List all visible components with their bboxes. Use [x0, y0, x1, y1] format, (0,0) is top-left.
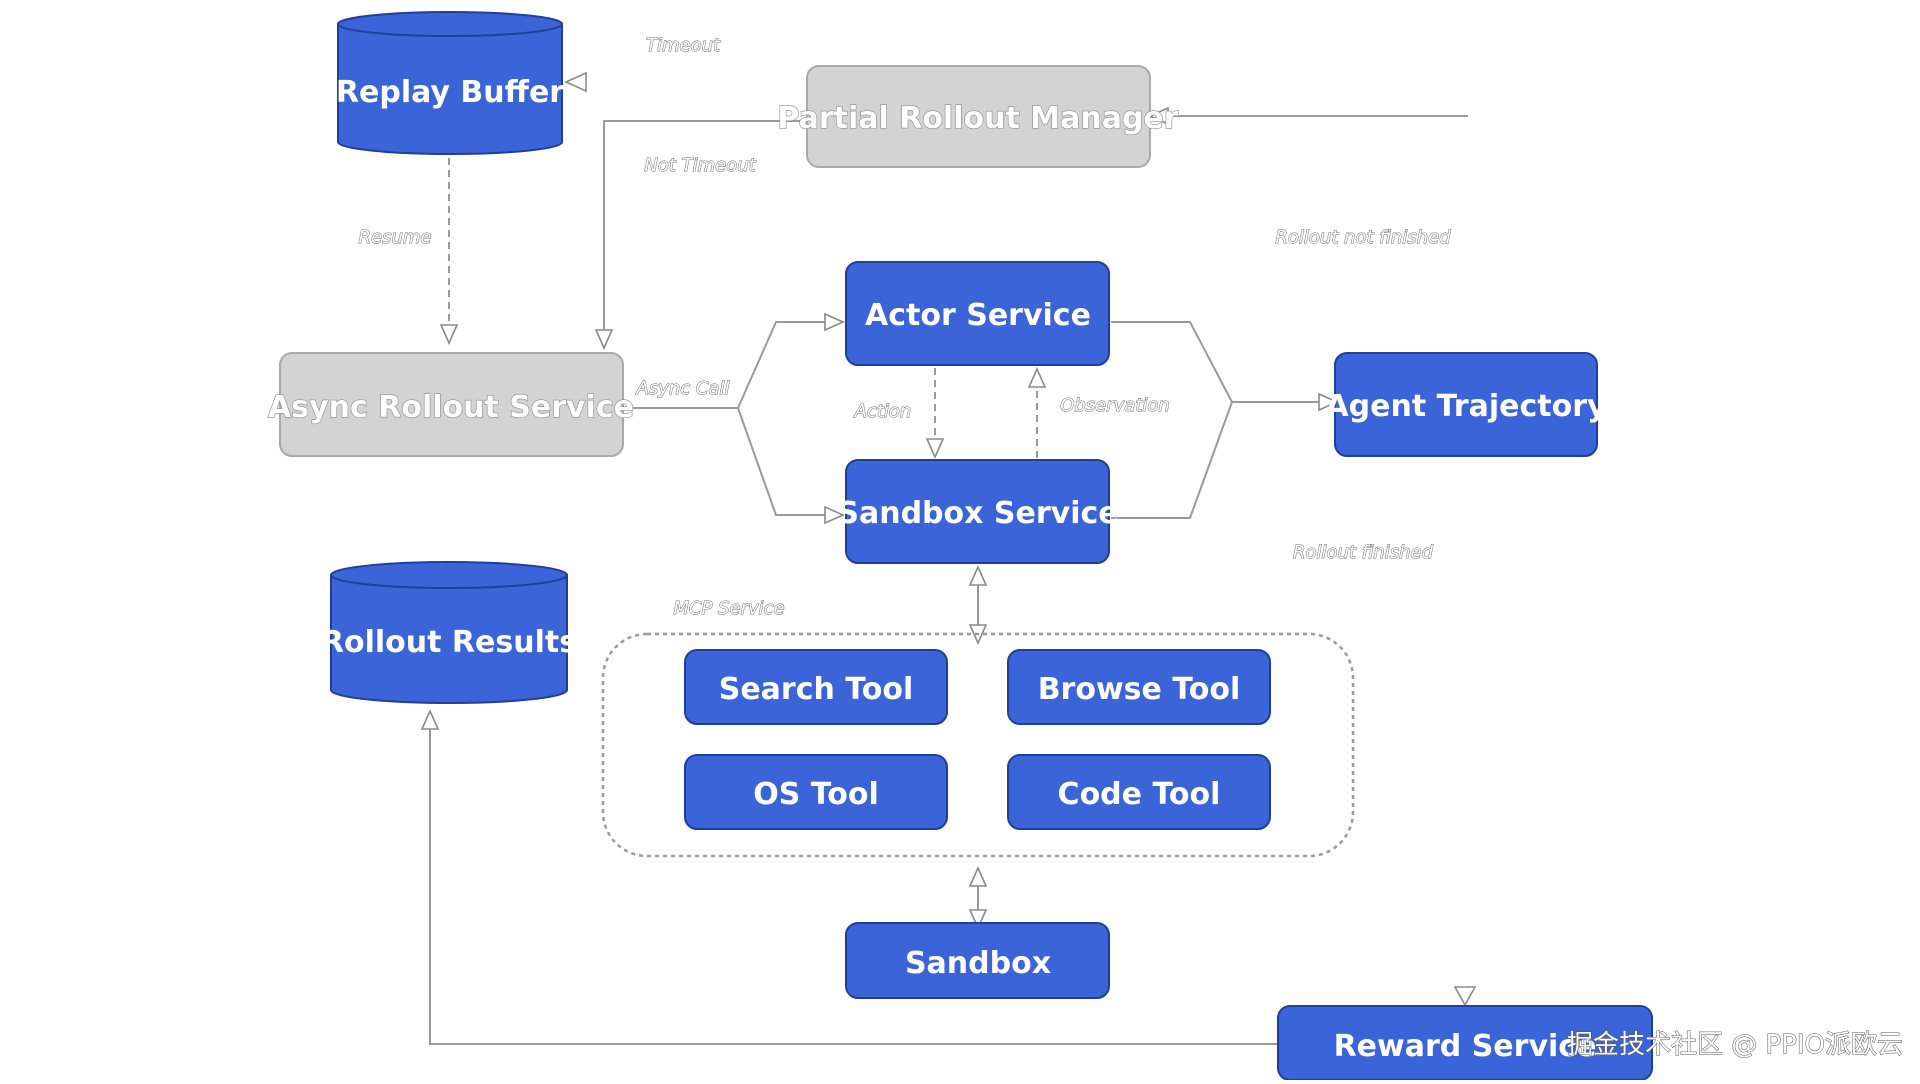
rollout-results-body — [330, 574, 568, 704]
replay-buffer-node[interactable]: Replay Buffer — [336, 11, 564, 155]
browse-tool-box — [1007, 649, 1271, 725]
browse-tool-node[interactable]: Browse Tool — [1007, 649, 1271, 725]
edge-async-call-to-sandbox — [737, 407, 826, 516]
replay-buffer-top — [337, 11, 563, 37]
arrow-head-not-timeout — [594, 329, 614, 350]
sandbox-service-label: Sandbox Service — [837, 496, 1118, 531]
edge-not-timeout — [603, 120, 807, 332]
arrow-head-observation — [1027, 367, 1047, 388]
actor-service-label: Actor Service — [865, 298, 1091, 333]
edge-reward-to-rollout-results — [429, 728, 1280, 1045]
arrow-head-resume — [439, 324, 459, 345]
search-tool-label: Search Tool — [719, 672, 914, 707]
sandbox-service-box — [845, 459, 1110, 564]
edges — [420, 71, 1477, 1045]
edge-label-action: Action — [854, 401, 912, 422]
edge-label-mcp-service: MCP Service — [673, 598, 784, 619]
edge-actor-to-merge — [1111, 321, 1233, 403]
agent-trajectory-node[interactable]: Agent Trajectory — [1325, 352, 1607, 457]
watermark-text: 掘金技术社区 @ PPIO派欧云 — [1567, 1030, 1903, 1060]
replay-buffer-body — [337, 23, 563, 155]
arrow-head-up — [968, 565, 988, 586]
code-tool-box — [1007, 754, 1271, 830]
async-rollout-service-node[interactable]: Async Rollout Service — [267, 352, 635, 457]
edge-async-call-to-actor — [737, 321, 826, 409]
os-tool-label: OS Tool — [753, 777, 879, 812]
replay-buffer-label: Replay Buffer — [336, 75, 564, 110]
edge-label-async-call: Async Call — [636, 378, 730, 399]
browse-tool-label: Browse Tool — [1038, 672, 1241, 707]
actor-service-box — [845, 261, 1110, 366]
sandbox-node[interactable]: Sandbox — [845, 922, 1110, 999]
rollout-results-label: Rollout Results — [321, 625, 577, 660]
sandbox-label: Sandbox — [905, 946, 1051, 981]
edge-labels: Timeout Not Timeout Resume Async Call Ac… — [358, 35, 1452, 620]
arrow-head-to-rollout-results — [420, 709, 440, 730]
arrow-head-down — [968, 909, 988, 930]
partial-rollout-manager-node[interactable]: Partial Rollout Manager — [777, 65, 1179, 168]
agent-trajectory-box — [1334, 352, 1598, 457]
actor-service-node[interactable]: Actor Service — [845, 261, 1110, 366]
arrow-head-to-reward-service — [1453, 986, 1477, 1007]
rollout-results-top — [330, 561, 568, 589]
sandbox-service-node[interactable]: Sandbox Service — [837, 459, 1119, 564]
code-tool-label: Code Tool — [1058, 777, 1221, 812]
edge-label-resume: Resume — [359, 227, 432, 248]
search-tool-node[interactable]: Search Tool — [684, 649, 948, 725]
arrow-head-to-actor — [824, 312, 845, 332]
arrow-head-action — [925, 438, 945, 459]
async-rollout-service-box — [279, 352, 624, 457]
os-tool-node[interactable]: OS Tool — [684, 754, 948, 830]
edge-sandbox-to-merge — [1111, 401, 1233, 519]
arrow-head-to-agent-trajectory — [1318, 392, 1339, 412]
edge-label-rollout-finished: Rollout finished — [1293, 542, 1434, 563]
reward-service-label: Reward Service — [1334, 1029, 1597, 1064]
partial-rollout-manager-box — [806, 65, 1151, 168]
os-tool-box — [684, 754, 948, 830]
edge-label-timeout: Timeout — [646, 35, 721, 56]
arrow-head-to-sandbox — [824, 505, 845, 525]
arrow-head — [1148, 106, 1169, 126]
async-rollout-service-label: Async Rollout Service — [268, 390, 634, 425]
edge-label-rollout-not-finished: Rollout not finished — [1275, 227, 1451, 248]
arrow-head-up — [968, 866, 988, 887]
mcp-service-container — [601, 632, 1355, 858]
reward-service-node[interactable]: Reward Service — [1277, 1005, 1653, 1081]
agent-trajectory-label: Agent Trajectory — [1325, 389, 1607, 424]
edge-label-observation: Observation — [1060, 395, 1170, 416]
code-tool-node[interactable]: Code Tool — [1007, 754, 1271, 830]
partial-rollout-manager-label: Partial Rollout Manager — [777, 101, 1178, 136]
arrow-head-timeout — [564, 71, 587, 93]
search-tool-box — [684, 649, 948, 725]
sandbox-box — [845, 922, 1110, 999]
rollout-results-node[interactable]: Rollout Results — [321, 561, 577, 704]
edge-label-not-timeout: Not Timeout — [644, 155, 756, 176]
